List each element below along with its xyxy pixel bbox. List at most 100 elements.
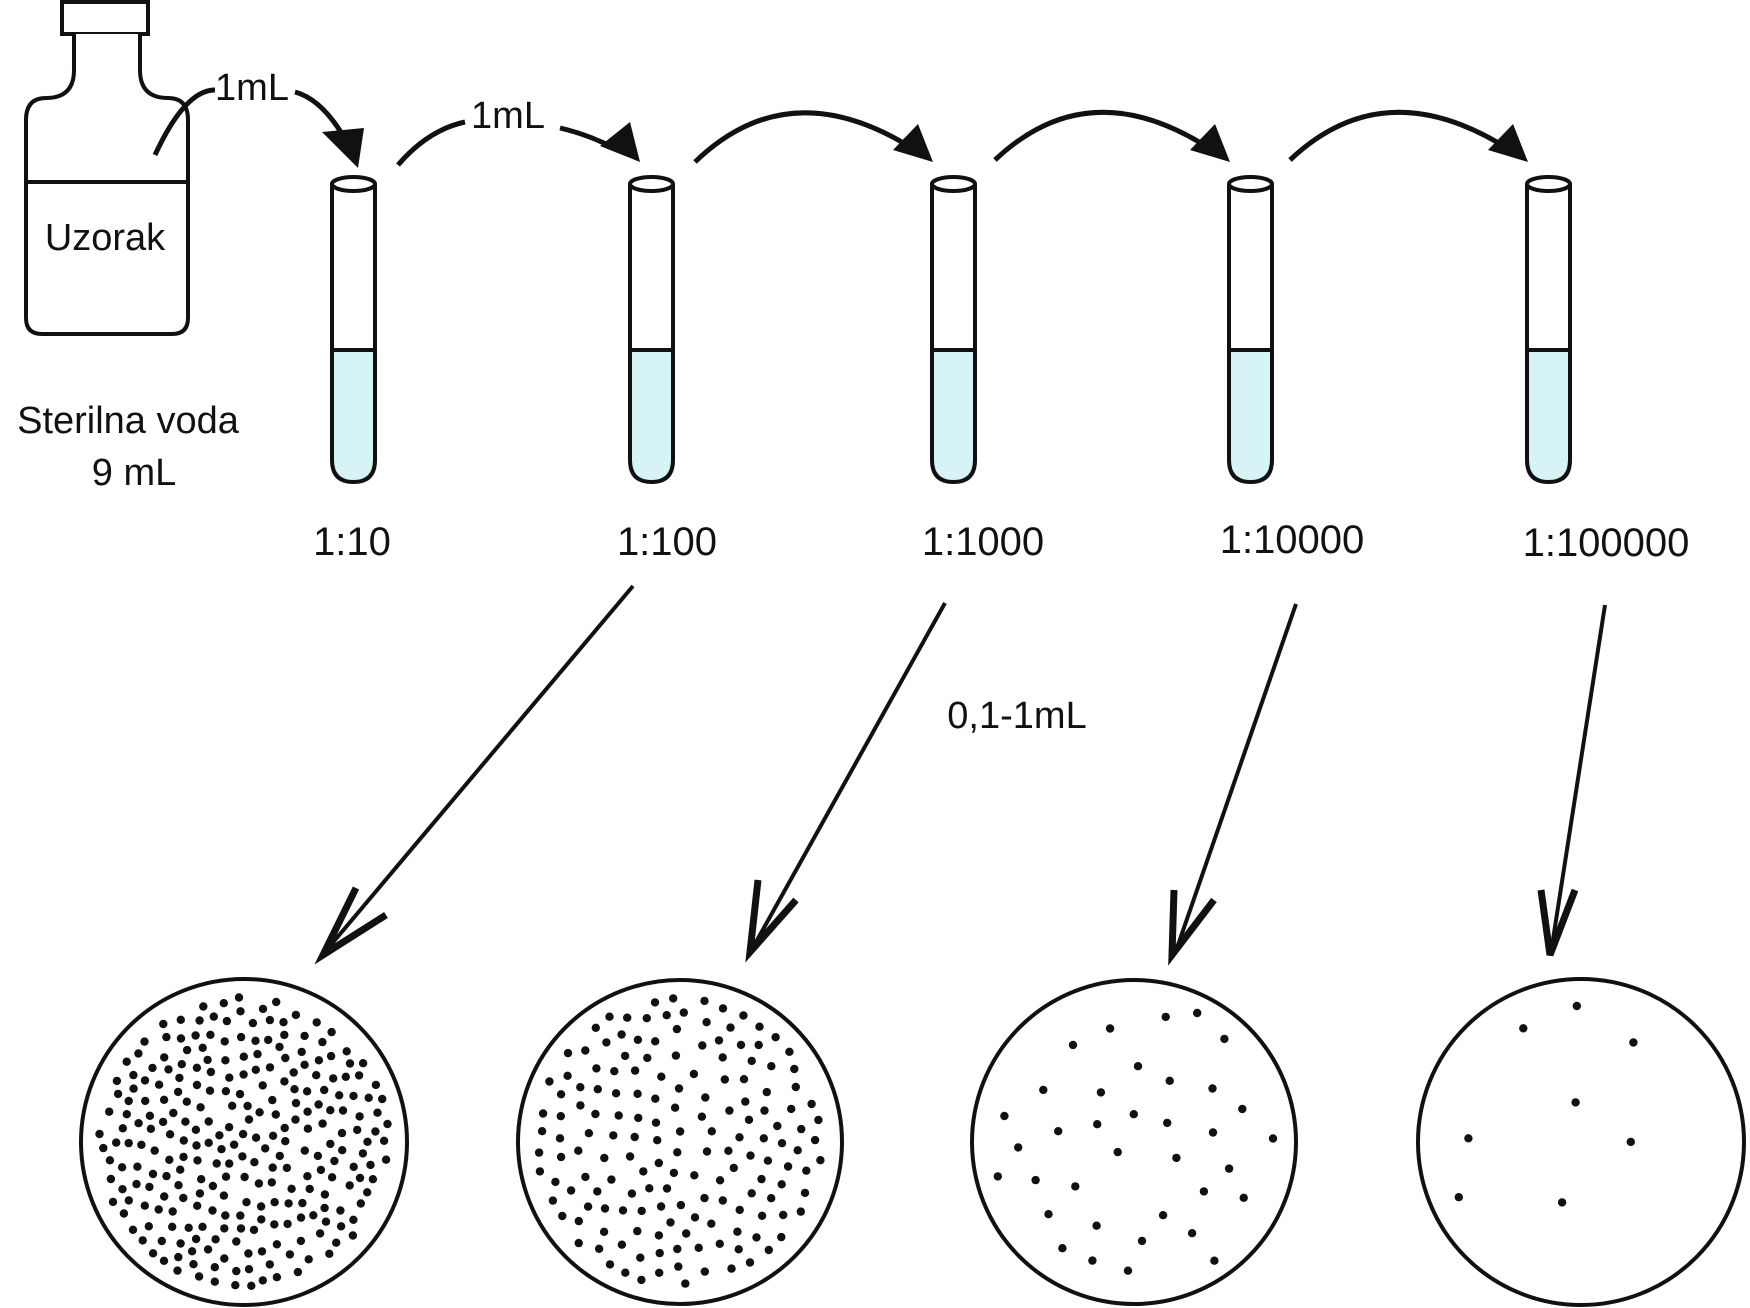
colony-dot xyxy=(313,1151,323,1161)
colony-dot xyxy=(651,1118,661,1127)
colony-dot xyxy=(305,1184,314,1194)
colony-dot xyxy=(341,1072,350,1082)
colony-dot xyxy=(605,1012,614,1021)
colony-dot xyxy=(133,1162,142,1171)
colony-dot xyxy=(556,1152,566,1162)
colony-dot xyxy=(106,1174,116,1184)
colony-dot xyxy=(118,1124,128,1133)
colonies xyxy=(534,994,825,1288)
colony-dot xyxy=(674,1084,684,1093)
transfer-arrow-icon xyxy=(396,119,466,167)
colony-dot xyxy=(134,1049,143,1058)
colony-dot xyxy=(618,1206,628,1215)
colony-dot xyxy=(128,1225,138,1235)
tube-rim xyxy=(1227,175,1274,193)
colony-dot xyxy=(279,1018,288,1027)
colony-dot xyxy=(221,1211,230,1220)
colony-dot xyxy=(1092,1221,1101,1230)
colony-dot xyxy=(654,1231,664,1240)
arrowhead xyxy=(1190,124,1230,162)
bottle-caption-line1: Sterilna voda xyxy=(17,400,240,442)
colony-dot xyxy=(179,1136,188,1145)
colony-dot xyxy=(244,1249,253,1258)
colony-dot xyxy=(593,1187,602,1196)
colony-dot xyxy=(264,1035,273,1045)
colony-dot xyxy=(1058,1244,1067,1253)
colony-dot xyxy=(168,1222,177,1232)
colony-dot xyxy=(700,1193,709,1203)
colony-dot xyxy=(145,1182,154,1192)
colony-dot xyxy=(275,1151,284,1161)
test-tube-icon xyxy=(1525,175,1572,485)
colony-dot xyxy=(239,1070,248,1079)
colony-dot xyxy=(639,1167,648,1176)
tube-outline xyxy=(1525,184,1572,485)
colony-dot xyxy=(739,1011,748,1020)
colony-dot xyxy=(179,1152,188,1162)
colony-dot xyxy=(556,1090,566,1099)
colony-dot xyxy=(243,1101,252,1111)
colony-dot xyxy=(633,1226,642,1236)
plating-arrow-icon xyxy=(1550,604,1607,947)
arrowhead xyxy=(1488,124,1528,162)
colony-dot xyxy=(303,1124,313,1133)
petri-dish-icon xyxy=(970,978,1298,1306)
petri-dish-icon xyxy=(1416,977,1746,1307)
colony-dot xyxy=(358,1149,368,1158)
colony-dot xyxy=(1093,1120,1102,1129)
colony-dot xyxy=(312,1071,321,1080)
colony-dot xyxy=(674,1262,683,1271)
colony-dot xyxy=(355,1173,365,1183)
colony-dot xyxy=(251,1036,260,1046)
colony-dot xyxy=(325,1249,334,1259)
colony-dot xyxy=(220,1037,229,1046)
colony-dot xyxy=(258,1004,268,1014)
colony-dot xyxy=(168,1207,177,1216)
colony-dot xyxy=(643,1053,652,1063)
colony-dot xyxy=(265,1015,275,1025)
tube-outline xyxy=(628,184,675,485)
colony-dot xyxy=(720,1075,729,1084)
colony-dot xyxy=(702,1147,712,1156)
colony-dot xyxy=(105,1156,115,1165)
colony-dot xyxy=(220,1224,229,1233)
colony-dot xyxy=(203,1055,212,1065)
colony-dot xyxy=(165,1130,175,1139)
colony-dot xyxy=(287,1184,296,1194)
colony-dot xyxy=(297,1047,306,1057)
colony-dot xyxy=(205,1086,215,1095)
colony-dot xyxy=(1068,1040,1078,1050)
dilution-label: 1:10000 xyxy=(1220,518,1365,562)
colony-dot xyxy=(715,1239,724,1249)
colony-dot xyxy=(192,1141,201,1150)
colony-dot xyxy=(1163,1118,1172,1128)
colony-dot xyxy=(132,1179,141,1189)
tube-liquid xyxy=(932,350,975,482)
colony-dot xyxy=(1224,1164,1234,1173)
test-tube-icon xyxy=(330,175,377,485)
colony-dot xyxy=(203,1245,213,1254)
colony-dot xyxy=(326,1139,335,1149)
colony-dot xyxy=(373,1108,382,1117)
colony-dot xyxy=(191,1125,201,1135)
colony-dot xyxy=(191,1031,200,1040)
colony-dot xyxy=(363,1137,372,1147)
colony-dot xyxy=(221,1056,230,1065)
colony-dot xyxy=(610,1067,619,1076)
colony-dot xyxy=(734,1245,743,1254)
colony-dot xyxy=(623,1013,632,1022)
colony-dot xyxy=(112,1138,121,1147)
colony-dot xyxy=(238,1129,248,1139)
colony-dot xyxy=(600,1204,610,1213)
colony-dot xyxy=(117,1163,127,1172)
colony-dot xyxy=(679,1008,688,1017)
colony-dot xyxy=(777,1232,786,1242)
colony-dot xyxy=(810,1135,820,1145)
colony-dot xyxy=(105,1107,114,1116)
colony-dot xyxy=(697,1112,707,1121)
colony-dot xyxy=(208,1206,217,1215)
colony-dot xyxy=(576,1083,585,1092)
colony-dot xyxy=(593,1085,602,1094)
colony-dot xyxy=(760,1106,769,1115)
colony-dot xyxy=(195,1189,205,1198)
